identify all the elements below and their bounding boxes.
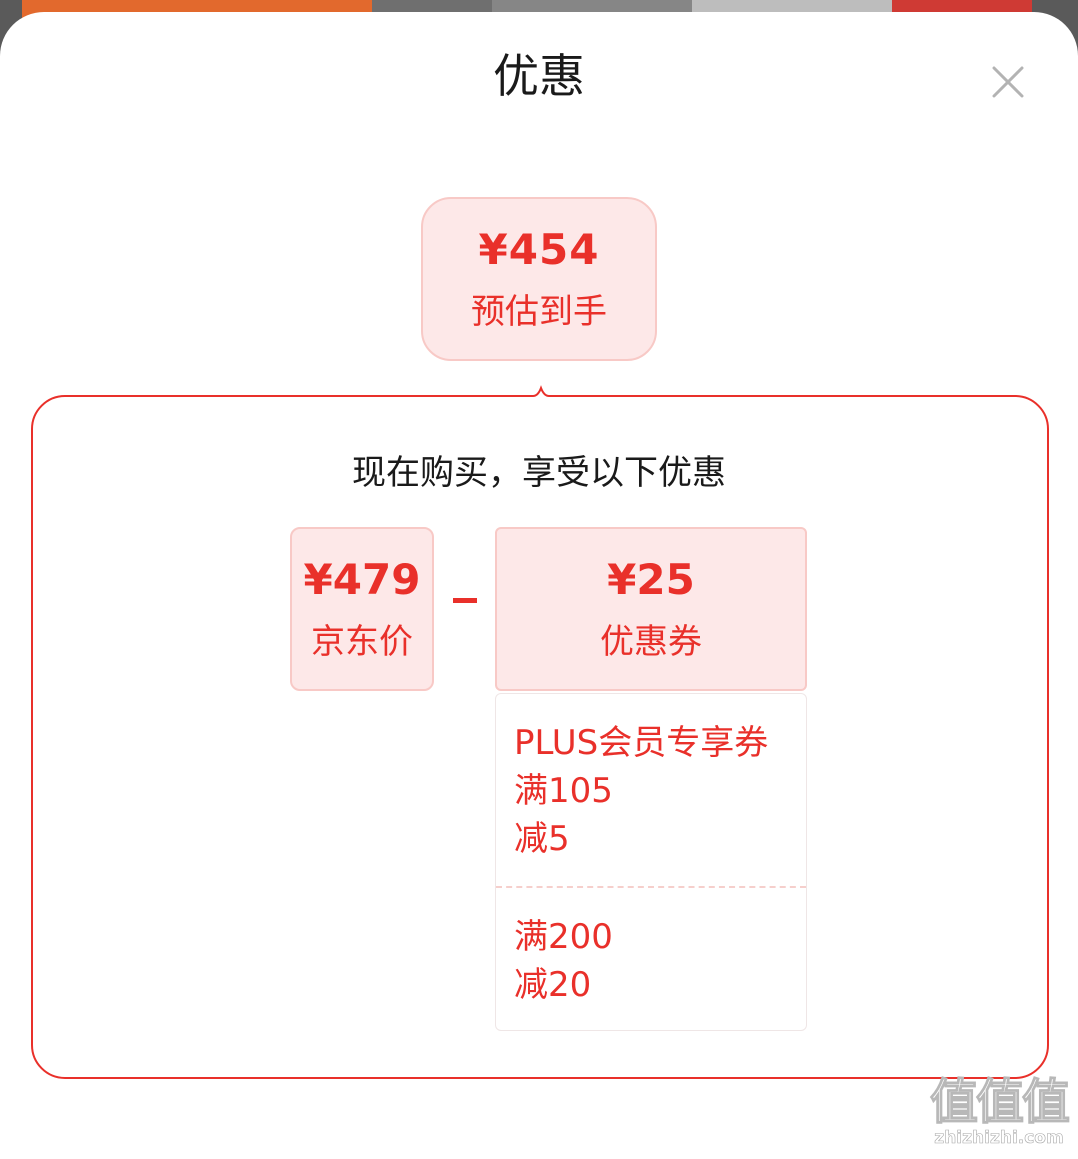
coupon-detail-list: PLUS会员专享券 满105 减5 满200 减20 [495,693,807,1031]
coupon-item-line: 满200 [514,917,613,957]
watermark-logo: 值值值 [929,1074,1070,1130]
estimated-price: ¥454 [478,225,600,274]
watermark-url: zhizhizhi.com [934,1128,1064,1149]
jd-price-amount: ¥479 [303,555,421,604]
coupon-total-label: 优惠券 [600,622,702,662]
jd-price-box: ¥479 京东价 [290,527,434,691]
coupon-total-box: ¥25 优惠券 [495,527,807,691]
close-icon [992,66,1024,98]
jd-price-label: 京东价 [311,622,413,662]
coupon-item: 满200 减20 [514,913,794,1009]
coupon-item-line: 满105 [514,771,613,811]
coupon-total-amount: ¥25 [607,555,695,604]
coupon-item-line: 减20 [514,965,592,1005]
close-button[interactable] [984,58,1032,106]
site-watermark: 值值值 zhizhizhi.com [926,1074,1072,1156]
dashed-divider [496,886,806,888]
panel-heading: 现在购买，享受以下优惠 [352,453,726,493]
minus-sign [453,598,477,603]
estimated-price-label: 预估到手 [471,292,607,332]
coupon-item-line: PLUS会员专享券 [514,723,769,763]
coupon-item: PLUS会员专享券 满105 减5 [514,719,794,863]
panel-pointer [519,385,563,399]
coupon-item-line: 减5 [514,819,570,859]
sheet-title: 优惠 [493,49,585,103]
estimated-price-bubble: ¥454 预估到手 [421,197,657,361]
